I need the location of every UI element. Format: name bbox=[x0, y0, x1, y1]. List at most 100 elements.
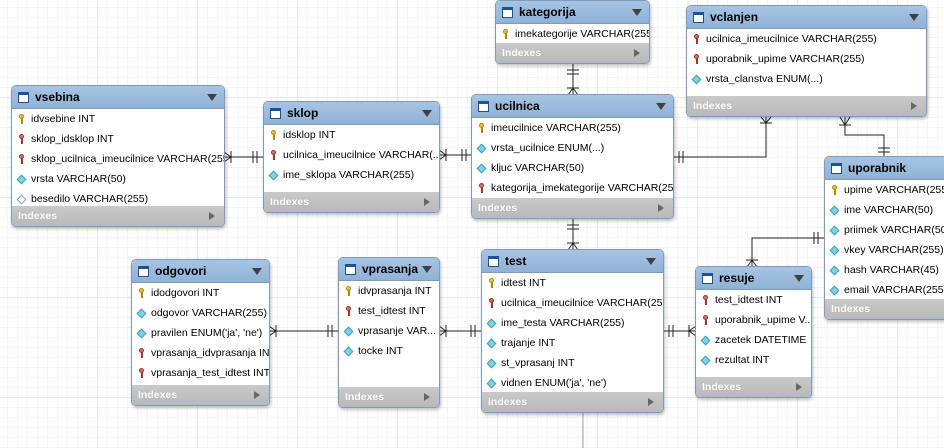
column-row: trajanje INT bbox=[482, 333, 663, 353]
primary-key-icon bbox=[487, 278, 496, 288]
indexes-section[interactable]: Indexes bbox=[687, 96, 926, 116]
collapse-triangle-icon[interactable] bbox=[656, 103, 666, 110]
foreign-key-icon bbox=[344, 306, 353, 316]
table-sklop[interactable]: sklop idsklop INT ucilnica_imeucilnice V… bbox=[263, 101, 440, 213]
column-text: besedilo VARCHAR(255) bbox=[31, 193, 149, 205]
indexes-section[interactable]: Indexes bbox=[482, 392, 663, 412]
indexes-section[interactable]: Indexes bbox=[132, 385, 269, 405]
table-ucilnica[interactable]: ucilnica imeucilnice VARCHAR(255) vrsta_… bbox=[471, 94, 674, 219]
column-row: odgovor VARCHAR(255) bbox=[132, 303, 269, 323]
expand-arrow-icon[interactable] bbox=[658, 204, 664, 212]
foreign-key-icon bbox=[137, 348, 146, 358]
column-row: idvprasanja INT bbox=[339, 281, 439, 301]
column-row: vidnen ENUM('ja', 'ne') bbox=[482, 373, 663, 393]
column-row: sklop_idsklop INT bbox=[12, 129, 224, 149]
table-header[interactable]: test bbox=[482, 250, 663, 273]
column-icon bbox=[487, 378, 496, 388]
foreign-key-icon bbox=[477, 183, 486, 193]
table-odgovori[interactable]: odgovori idodgovori INT odgovor VARCHAR(… bbox=[131, 259, 270, 406]
table-header[interactable]: kategorija bbox=[496, 1, 649, 24]
table-vprasanja[interactable]: vprasanja idvprasanja INT test_idtest IN… bbox=[338, 257, 440, 408]
table-header[interactable]: ucilnica bbox=[472, 95, 673, 118]
column-icon bbox=[269, 170, 278, 180]
collapse-triangle-icon[interactable] bbox=[252, 268, 262, 275]
foreign-key-icon bbox=[701, 295, 710, 305]
collapse-triangle-icon[interactable] bbox=[207, 94, 217, 101]
column-row: uporabnik_upime VARCHAR(255) bbox=[687, 49, 926, 69]
column-text: uporabnik_upime V... bbox=[715, 314, 812, 326]
table-header[interactable]: uporabnik bbox=[825, 157, 944, 180]
table-test[interactable]: test idtest INT ucilnica_imeucilnice VAR… bbox=[481, 249, 664, 413]
column-text: ime VARCHAR(50) bbox=[844, 204, 934, 216]
expand-arrow-icon[interactable] bbox=[209, 212, 215, 220]
column-row: hash VARCHAR(45) bbox=[825, 260, 944, 280]
column-icon bbox=[344, 326, 353, 336]
column-icon bbox=[344, 346, 353, 356]
expand-arrow-icon[interactable] bbox=[424, 198, 430, 206]
relationship-vprasanja-test bbox=[438, 325, 482, 337]
indexes-section[interactable]: Indexes bbox=[825, 299, 944, 319]
table-icon bbox=[502, 6, 513, 18]
indexes-section[interactable]: Indexes bbox=[264, 192, 439, 212]
table-header[interactable]: vsebina bbox=[12, 86, 224, 109]
column-row: kategorija_imekategorije VARCHAR(255) bbox=[472, 178, 673, 198]
collapse-triangle-icon[interactable] bbox=[422, 110, 432, 117]
column-row: imekategorije VARCHAR(255) bbox=[496, 24, 649, 44]
foreign-key-icon bbox=[487, 298, 496, 308]
indexes-section[interactable]: Indexes bbox=[472, 198, 673, 218]
indexes-section[interactable]: Indexes bbox=[696, 377, 811, 397]
column-text: vprasanja_idvprasanja INT bbox=[151, 347, 270, 359]
table-header[interactable]: vprasanja bbox=[339, 258, 439, 281]
collapse-triangle-icon[interactable] bbox=[422, 266, 432, 273]
indexes-label: Indexes bbox=[345, 391, 385, 403]
table-icon bbox=[478, 100, 489, 112]
column-icon bbox=[477, 143, 486, 153]
column-text: zacetek DATETIME bbox=[715, 334, 807, 346]
expand-arrow-icon[interactable] bbox=[796, 383, 802, 391]
indexes-label: Indexes bbox=[478, 202, 518, 214]
column-icon bbox=[487, 338, 496, 348]
table-icon bbox=[345, 263, 356, 275]
table-header[interactable]: sklop bbox=[264, 102, 439, 125]
table-name: vprasanja bbox=[362, 262, 419, 276]
indexes-section[interactable]: Indexes bbox=[339, 387, 439, 407]
column-text: imekategorije VARCHAR(255) bbox=[515, 28, 650, 40]
collapse-triangle-icon[interactable] bbox=[909, 14, 919, 21]
expand-arrow-icon[interactable] bbox=[634, 49, 640, 57]
column-text: sklop_ucilnica_imeucilnice VARCHAR(255) bbox=[31, 153, 225, 165]
table-header[interactable]: resuje bbox=[696, 267, 811, 290]
table-resuje[interactable]: resuje test_idtest INT uporabnik_upime V… bbox=[695, 266, 812, 398]
table-kategorija[interactable]: kategorija imekategorije VARCHAR(255) In… bbox=[495, 0, 650, 64]
column-icon bbox=[137, 308, 146, 318]
collapse-triangle-icon[interactable] bbox=[794, 275, 804, 282]
expand-arrow-icon[interactable] bbox=[648, 398, 654, 406]
column-text: hash VARCHAR(45) bbox=[844, 264, 939, 276]
expand-arrow-icon[interactable] bbox=[424, 393, 430, 401]
table-header[interactable]: vclanjen bbox=[687, 6, 926, 29]
column-icon bbox=[17, 174, 26, 184]
column-text: ucilnica_imeucilnice VARCHAR(... bbox=[283, 149, 440, 161]
column-icon bbox=[830, 285, 839, 295]
expand-arrow-icon[interactable] bbox=[911, 102, 917, 110]
collapse-triangle-icon[interactable] bbox=[632, 9, 642, 16]
table-header[interactable]: odgovori bbox=[132, 260, 269, 283]
indexes-section[interactable]: Indexes bbox=[496, 43, 649, 63]
column-icon bbox=[830, 245, 839, 255]
collapse-triangle-icon[interactable] bbox=[646, 258, 656, 265]
table-icon bbox=[488, 255, 499, 267]
column-icon bbox=[477, 163, 486, 173]
table-vclanjen[interactable]: vclanjen ucilnica_imeucilnice VARCHAR(25… bbox=[686, 5, 927, 117]
table-vsebina[interactable]: vsebina idvsebine INT sklop_idsklop INT … bbox=[11, 85, 225, 227]
column-text: test_idtest INT bbox=[358, 305, 426, 317]
column-row: priimek VARCHAR(50) bbox=[825, 220, 944, 240]
indexes-label: Indexes bbox=[270, 196, 310, 208]
nullable-column-icon bbox=[17, 194, 26, 204]
column-row: uporabnik_upime V... bbox=[696, 310, 811, 330]
table-uporabnik[interactable]: uporabnik upime VARCHAR(255) ime VARCHAR… bbox=[824, 156, 944, 320]
indexes-section[interactable]: Indexes bbox=[12, 206, 224, 226]
column-row: idtest INT bbox=[482, 273, 663, 293]
column-row: ime VARCHAR(50) bbox=[825, 200, 944, 220]
column-text: vidnen ENUM('ja', 'ne') bbox=[501, 377, 607, 389]
expand-arrow-icon[interactable] bbox=[254, 391, 260, 399]
column-row: tocke INT bbox=[339, 341, 439, 361]
